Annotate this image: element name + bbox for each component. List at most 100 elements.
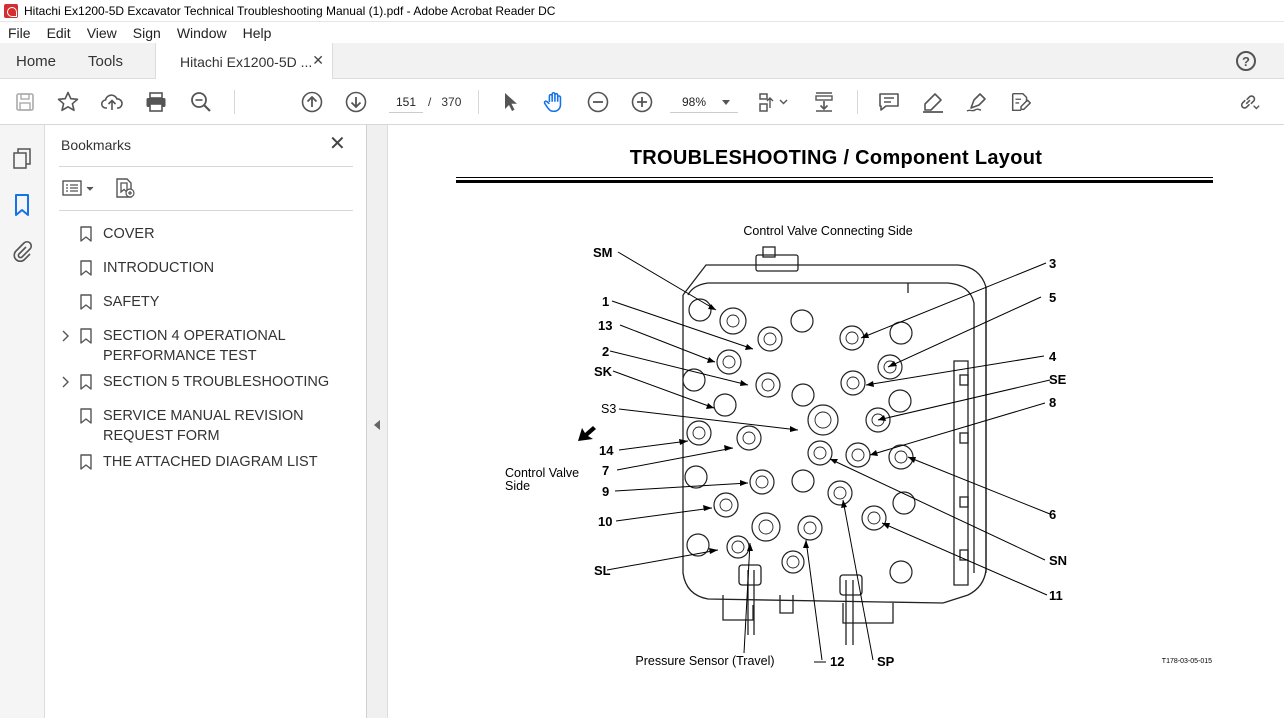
bookmark-label: SAFETY bbox=[103, 294, 160, 310]
bookmark-flag-icon bbox=[80, 226, 92, 242]
help-icon[interactable]: ? bbox=[1236, 51, 1256, 71]
save-icon[interactable] bbox=[13, 90, 37, 114]
callout-label: SK bbox=[594, 364, 613, 379]
bookmark-flag-icon bbox=[80, 260, 92, 276]
hand-tool-icon[interactable] bbox=[542, 90, 566, 114]
menu-help[interactable]: Help bbox=[242, 24, 272, 41]
menu-view[interactable]: View bbox=[86, 24, 117, 41]
comment-icon[interactable] bbox=[877, 90, 901, 114]
cloud-upload-icon[interactable] bbox=[100, 90, 124, 114]
menu-bar: File Edit View Sign Window Help bbox=[0, 22, 1284, 43]
diagram-side-caption-line1: Control Valve bbox=[505, 466, 579, 480]
bookmarks-panel-title: Bookmarks bbox=[61, 137, 132, 153]
callout-label: SP bbox=[877, 654, 895, 669]
bookmark-flag-icon bbox=[80, 328, 92, 344]
heading-rule bbox=[456, 180, 1213, 183]
callout-label: 14 bbox=[599, 443, 614, 458]
star-icon[interactable] bbox=[56, 90, 80, 114]
bookmark-label: INTRODUCTION bbox=[103, 260, 215, 276]
page-fit-icon[interactable] bbox=[756, 90, 790, 114]
chevron-down-icon bbox=[722, 100, 730, 105]
tab-document[interactable]: Hitachi Ex1200-5D ... ✕ bbox=[155, 43, 333, 80]
callout-label: 7 bbox=[602, 463, 609, 478]
page-number-input[interactable]: 151 bbox=[389, 91, 423, 113]
select-cursor-icon[interactable] bbox=[498, 90, 522, 114]
vertical-scrollbar[interactable] bbox=[1278, 125, 1284, 718]
bookmark-label: SECTION 5 TROUBLESHOOTING bbox=[103, 374, 330, 390]
share-link-icon[interactable] bbox=[1237, 90, 1261, 114]
new-bookmark-button[interactable] bbox=[113, 177, 137, 199]
callout-label: 10 bbox=[598, 514, 612, 529]
bookmarks-panel-icon[interactable] bbox=[10, 193, 34, 217]
control-valve-body bbox=[682, 246, 987, 645]
page-total-value: 370 bbox=[441, 95, 462, 109]
chevron-right-icon[interactable] bbox=[61, 375, 71, 389]
collapse-left-arrow-icon bbox=[374, 420, 380, 430]
menu-edit[interactable]: Edit bbox=[46, 24, 71, 41]
title-bar: Hitachi Ex1200-5D Excavator Technical Tr… bbox=[0, 0, 1284, 22]
chevron-right-icon[interactable] bbox=[61, 329, 71, 343]
close-panel-icon[interactable]: ✕ bbox=[329, 133, 346, 155]
toolbar-separator bbox=[857, 90, 858, 114]
zoom-in-icon[interactable] bbox=[630, 90, 654, 114]
options-list-icon bbox=[62, 180, 94, 196]
main-toolbar: 151 / 370 98% bbox=[0, 79, 1284, 125]
zoom-level-value: 98% bbox=[682, 95, 707, 109]
scroll-mode-icon[interactable] bbox=[812, 90, 836, 114]
callout-label: SE bbox=[1049, 372, 1067, 387]
tab-home[interactable]: Home bbox=[16, 52, 57, 70]
panel-divider bbox=[59, 166, 353, 167]
zoom-out-icon[interactable] bbox=[586, 90, 610, 114]
page-separator: / bbox=[428, 95, 432, 109]
bookmark-label: SERVICE MANUAL REVISION REQUEST FORM bbox=[103, 408, 304, 444]
bookmark-flag-icon bbox=[80, 408, 92, 424]
zoom-search-icon[interactable] bbox=[189, 90, 213, 114]
acrobat-app-icon bbox=[4, 3, 18, 18]
previous-page-icon[interactable] bbox=[300, 90, 324, 114]
next-page-icon[interactable] bbox=[344, 90, 368, 114]
callout-label: 2 bbox=[602, 344, 609, 359]
callout-label: 12 bbox=[830, 654, 844, 669]
callout-label: 8 bbox=[1049, 395, 1056, 410]
diagram-side-caption-line2: Side bbox=[505, 479, 530, 493]
menu-sign[interactable]: Sign bbox=[132, 24, 161, 41]
zoom-level-select[interactable]: 98% bbox=[670, 91, 738, 113]
window-title: Hitachi Ex1200-5D Excavator Technical Tr… bbox=[24, 3, 556, 18]
menu-window[interactable]: Window bbox=[176, 24, 227, 41]
bookmark-label: SECTION 4 OPERATIONAL PERFORMANCE TEST bbox=[103, 328, 286, 364]
callout-label: SN bbox=[1049, 553, 1067, 568]
callout-label: 4 bbox=[1049, 349, 1057, 364]
tab-tools[interactable]: Tools bbox=[88, 52, 124, 70]
callout-label: SL bbox=[594, 563, 611, 578]
callout-label: 5 bbox=[1049, 290, 1056, 305]
port-hex-rings bbox=[692, 314, 908, 569]
figure-id: T178-03-05-015 bbox=[1162, 658, 1212, 665]
fill-sign-icon[interactable] bbox=[1009, 90, 1033, 114]
diagram-top-caption: Control Valve Connecting Side bbox=[743, 224, 912, 238]
diagram-bottom-caption: Pressure Sensor (Travel) bbox=[635, 654, 774, 668]
bookmarks-panel: Bookmarks ✕ COVER INTRODUCTION SAFETY SE… bbox=[45, 125, 367, 718]
callout-label: 11 bbox=[1049, 588, 1063, 603]
callout-label: SM bbox=[593, 245, 613, 260]
page-heading: TROUBLESHOOTING / Component Layout bbox=[629, 147, 1043, 169]
left-icon-rail bbox=[0, 125, 45, 718]
print-icon[interactable] bbox=[144, 90, 168, 114]
bookmark-flag-icon bbox=[80, 294, 92, 310]
leader-lines bbox=[606, 251, 1051, 661]
heading-rule bbox=[456, 177, 1213, 178]
callout-label: S3 bbox=[601, 402, 616, 416]
highlight-pen-icon[interactable] bbox=[921, 90, 945, 114]
tab-document-label: Hitachi Ex1200-5D ... bbox=[180, 53, 313, 70]
toolbar-separator bbox=[234, 90, 235, 114]
menu-file[interactable]: File bbox=[8, 24, 31, 41]
bookmark-options-menu[interactable] bbox=[61, 177, 97, 199]
bookmark-label: COVER bbox=[103, 226, 155, 242]
page-thumbnails-icon[interactable] bbox=[10, 147, 34, 171]
close-tab-icon[interactable]: ✕ bbox=[312, 52, 324, 68]
component-layout-diagram: Control Valve Connecting Side Control Va… bbox=[505, 224, 1212, 669]
panel-collapse-handle[interactable] bbox=[367, 125, 388, 718]
tab-bar: Home Tools Hitachi Ex1200-5D ... ✕ ? bbox=[0, 43, 1284, 80]
document-view[interactable]: TROUBLESHOOTING / Component Layout bbox=[388, 125, 1284, 718]
attachments-paperclip-icon[interactable] bbox=[10, 239, 34, 263]
sign-pen-icon[interactable] bbox=[965, 90, 989, 114]
